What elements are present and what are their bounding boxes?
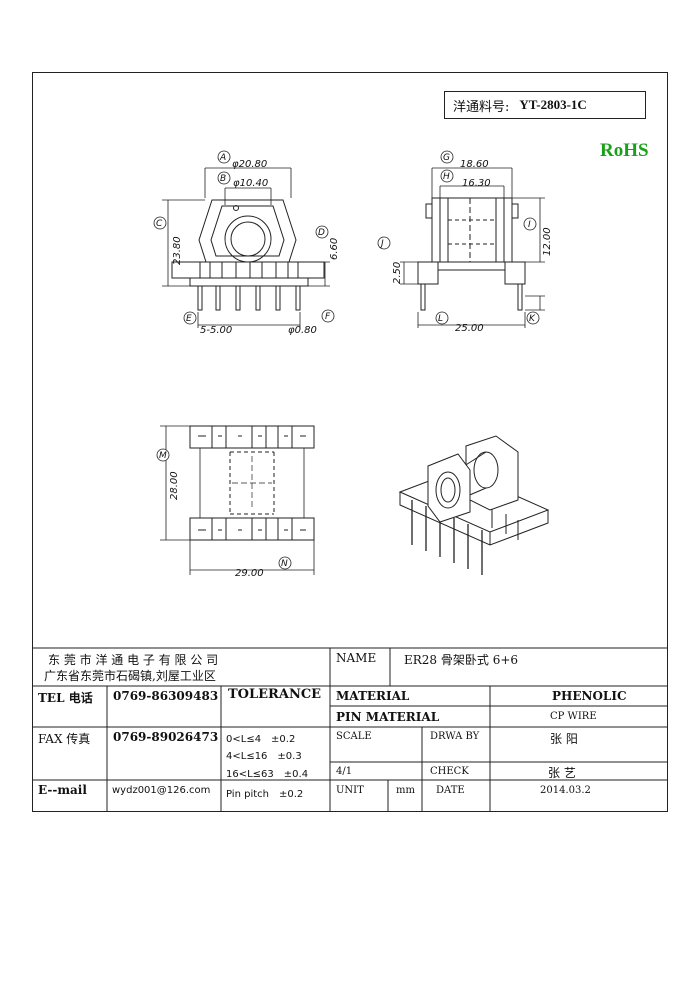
pin-material-value: CP WIRE	[550, 711, 597, 722]
pin-material-label: PIN MATERIAL	[336, 710, 440, 724]
dim-m-value: 28.00	[169, 471, 180, 500]
dim-f-value: φ0.80	[288, 325, 317, 336]
callout-a: A	[219, 153, 226, 163]
tolerance-row-2: 4<L≤16 ±0.3	[226, 751, 302, 762]
callout-l: L	[438, 314, 443, 324]
part-number-label: 洋通料号:	[453, 99, 510, 115]
scale-value: 4/1	[336, 766, 353, 777]
dim-n-value: 29.00	[235, 568, 264, 579]
callout-c: C	[156, 219, 163, 229]
tel-value: 0769-86309483	[113, 689, 219, 703]
tel-label: TEL 电话	[38, 691, 93, 705]
title-block-grid	[32, 647, 668, 812]
name-value: ER28 骨架卧式 6+6	[404, 653, 519, 667]
dim-c-value: 23.80	[172, 236, 183, 265]
check-label: CHECK	[430, 766, 469, 777]
callout-d: D	[318, 228, 325, 238]
callout-n: N	[281, 559, 288, 569]
company-name: 东 莞 市 洋 通 电 子 有 限 公 司	[48, 653, 219, 667]
tolerance-row-3: 16<L≤63 ±0.4	[226, 769, 309, 780]
date-value: 2014.03.2	[540, 785, 591, 796]
scale-label: SCALE	[336, 731, 372, 742]
unit-label: UNIT	[336, 785, 364, 796]
material-value: PHENOLIC	[552, 689, 627, 703]
tolerance-row-4: Pin pitch ±0.2	[226, 789, 304, 800]
callout-k: K	[529, 314, 536, 324]
side-dimension-labels: 18.60 16.30 12.00 2.50 25.00	[392, 159, 553, 334]
drawby-value: 张 阳	[550, 732, 578, 746]
callout-e: E	[186, 314, 192, 324]
date-label: DATE	[436, 785, 465, 796]
callout-i: I	[528, 220, 531, 230]
part-number-box: 洋通料号: YT-2803-1C	[444, 91, 646, 119]
callout-b: B	[220, 174, 226, 184]
front-view	[162, 167, 330, 328]
side-view	[400, 167, 545, 328]
unit-value: mm	[396, 785, 415, 796]
bottom-dimension-labels: 28.00 29.00	[169, 471, 264, 579]
check-value: 张 艺	[548, 766, 576, 780]
dim-a-value: φ20.80	[232, 159, 267, 170]
name-label: NAME	[336, 651, 377, 665]
dim-j-value: 2.50	[392, 262, 403, 284]
front-dimension-labels: φ20.80 φ10.40 23.80 6.60 5-5.00 φ0.80	[172, 159, 340, 336]
dim-h-value: 16.30	[462, 178, 491, 189]
rohs-mark: RoHS	[600, 140, 649, 161]
callout-m: M	[159, 451, 167, 461]
callout-f: F	[325, 312, 331, 322]
tolerance-label: TOLERANCE	[228, 687, 322, 702]
callout-g: G	[443, 153, 450, 163]
drawing-sheet-border	[32, 72, 668, 812]
material-label: MATERIAL	[336, 689, 410, 703]
company-address: 广东省东莞市石碣镇,刘屋工业区	[44, 669, 216, 683]
fax-label: FAX 传真	[38, 732, 91, 746]
callout-circles	[153, 150, 540, 570]
callout-j: J	[379, 239, 384, 249]
dim-b-value: φ10.40	[233, 178, 268, 189]
dim-d-value: 6.60	[329, 238, 340, 260]
callout-letters: A B C D E F G H I J L K M N	[156, 153, 536, 569]
dim-e-value: 5-5.00	[200, 325, 232, 336]
callout-h: H	[443, 172, 450, 182]
part-number: YT-2803-1C	[519, 97, 587, 112]
email-label: E--mail	[38, 783, 87, 797]
dim-i-value: 12.00	[542, 227, 553, 256]
tolerance-row-1: 0<L≤4 ±0.2	[226, 734, 296, 745]
dim-g-value: 18.60	[460, 159, 489, 170]
drawby-label: DRWA BY	[430, 731, 480, 742]
dim-l-value: 25.00	[455, 323, 484, 334]
isometric-view	[398, 435, 550, 575]
fax-value: 0769-89026473	[113, 730, 219, 744]
email-value: wydz001@126.com	[112, 785, 211, 796]
bottom-view	[160, 425, 315, 575]
